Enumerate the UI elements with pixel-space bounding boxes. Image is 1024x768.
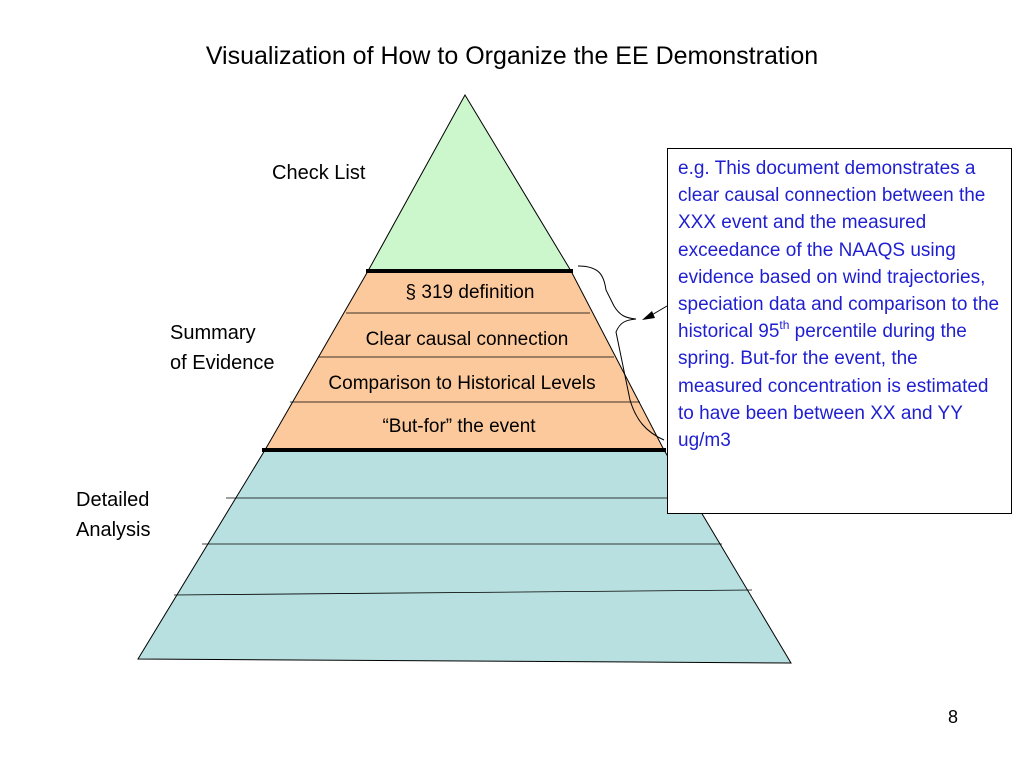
curly-brace: [577, 265, 665, 441]
check-list-label: Check List: [272, 162, 366, 184]
page-number: 8: [948, 707, 959, 727]
pyramid-tier-check-list: [367, 93, 572, 272]
detailed-analysis-label: Detailed Analysis: [76, 489, 151, 541]
example-callout-box: e.g. This document demonstrates a clear …: [667, 148, 1012, 514]
layer-label-historical-levels: Comparison to Historical Levels: [328, 373, 595, 394]
summary-of-evidence-label: Summary of Evidence: [170, 322, 275, 374]
layer-label-definition: § 319 definition: [406, 282, 535, 303]
callout-arrow-head: [642, 311, 655, 320]
layer-label-causal-connection: Clear causal connection: [366, 329, 569, 350]
analysis-divider: [173, 589, 753, 596]
slide-title: Visualization of How to Organize the EE …: [205, 42, 819, 70]
layer-label-but-for: “But-for” the event: [382, 416, 536, 437]
